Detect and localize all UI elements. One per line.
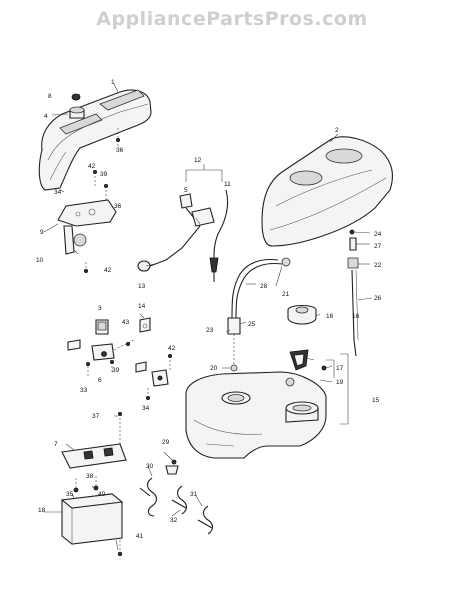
battery <box>60 476 124 557</box>
callout-40: 40 <box>98 491 106 498</box>
callout-6: 6 <box>98 377 102 384</box>
callout-13: 13 <box>138 283 146 290</box>
spring-cables <box>139 459 214 535</box>
fuel-tank <box>185 359 335 459</box>
throttle-assembly <box>137 164 229 282</box>
fuel-hose <box>227 257 291 335</box>
callout-15: 15 <box>372 397 380 404</box>
callout-26: 26 <box>374 295 382 302</box>
callout-19: 19 <box>336 379 344 386</box>
callout-16: 16 <box>326 313 334 320</box>
mounting-bracket <box>57 199 117 273</box>
console-cover <box>38 89 152 191</box>
callout-8: 8 <box>48 93 52 100</box>
callout-42-a: 42 <box>88 163 96 170</box>
seat-switch <box>135 353 172 400</box>
callout-2: 2 <box>335 127 339 134</box>
callout-17: 17 <box>336 365 344 372</box>
fuel-cap-small <box>69 93 85 119</box>
callout-31: 31 <box>190 491 198 498</box>
callout-4: 4 <box>44 113 48 120</box>
site-watermark: AppliancePartsPros.com <box>96 8 368 30</box>
tank-grommet <box>230 364 238 372</box>
callout-14: 14 <box>138 303 146 310</box>
callout-35: 35 <box>66 491 74 498</box>
callout-39: 39 <box>100 171 108 178</box>
callout-7: 7 <box>54 441 58 448</box>
callout-20: 20 <box>210 365 218 372</box>
callout-24: 24 <box>374 231 382 238</box>
callout-16-a: 16 <box>352 313 360 320</box>
callout-34-a: 34 <box>54 189 62 196</box>
callout-39-a: 39 <box>112 367 120 374</box>
callout-23: 23 <box>206 327 214 334</box>
ignition-switch-parts <box>67 317 151 378</box>
callout-41: 41 <box>136 533 144 540</box>
callout-29: 29 <box>162 439 170 446</box>
callout-42: 42 <box>168 345 176 352</box>
callout-1: 1 <box>111 79 115 86</box>
callout-43: 43 <box>122 319 130 326</box>
fuel-cap-assembly <box>287 304 317 371</box>
hood-cover <box>261 136 393 247</box>
callout-34: 34 <box>142 405 150 412</box>
fasteners-left <box>93 128 121 202</box>
callout-32: 32 <box>170 517 178 524</box>
callout-28: 28 <box>260 283 268 290</box>
battery-hold-down <box>61 411 127 469</box>
callout-27: 27 <box>374 243 382 250</box>
callout-22: 22 <box>374 262 382 269</box>
callout-33: 33 <box>80 387 88 394</box>
callout-11: 11 <box>224 181 231 188</box>
callout-labels: 1 2 3 4 5 6 7 8 9 10 11 12 13 14 15 16 1… <box>36 79 382 540</box>
callout-3: 3 <box>98 305 102 312</box>
callout-36: 36 <box>116 147 124 154</box>
fuel-line-parts <box>347 229 359 357</box>
callout-37: 37 <box>92 413 100 420</box>
callout-36-a: 36 <box>114 203 122 210</box>
callout-25: 25 <box>248 321 256 328</box>
callout-labels-repeat: 42 36 34 42 39 16 <box>54 163 360 374</box>
callout-38: 38 <box>86 473 94 480</box>
callout-21: 21 <box>282 291 290 298</box>
callout-12: 12 <box>194 157 202 164</box>
callout-9: 9 <box>40 229 44 236</box>
tank-callout-bracket <box>340 353 349 425</box>
callout-42-b: 42 <box>104 267 112 274</box>
callout-10: 10 <box>36 257 44 264</box>
leader-lines <box>43 83 373 551</box>
callout-5: 5 <box>184 187 188 194</box>
callout-30: 30 <box>146 463 154 470</box>
callout-18: 18 <box>38 507 46 514</box>
